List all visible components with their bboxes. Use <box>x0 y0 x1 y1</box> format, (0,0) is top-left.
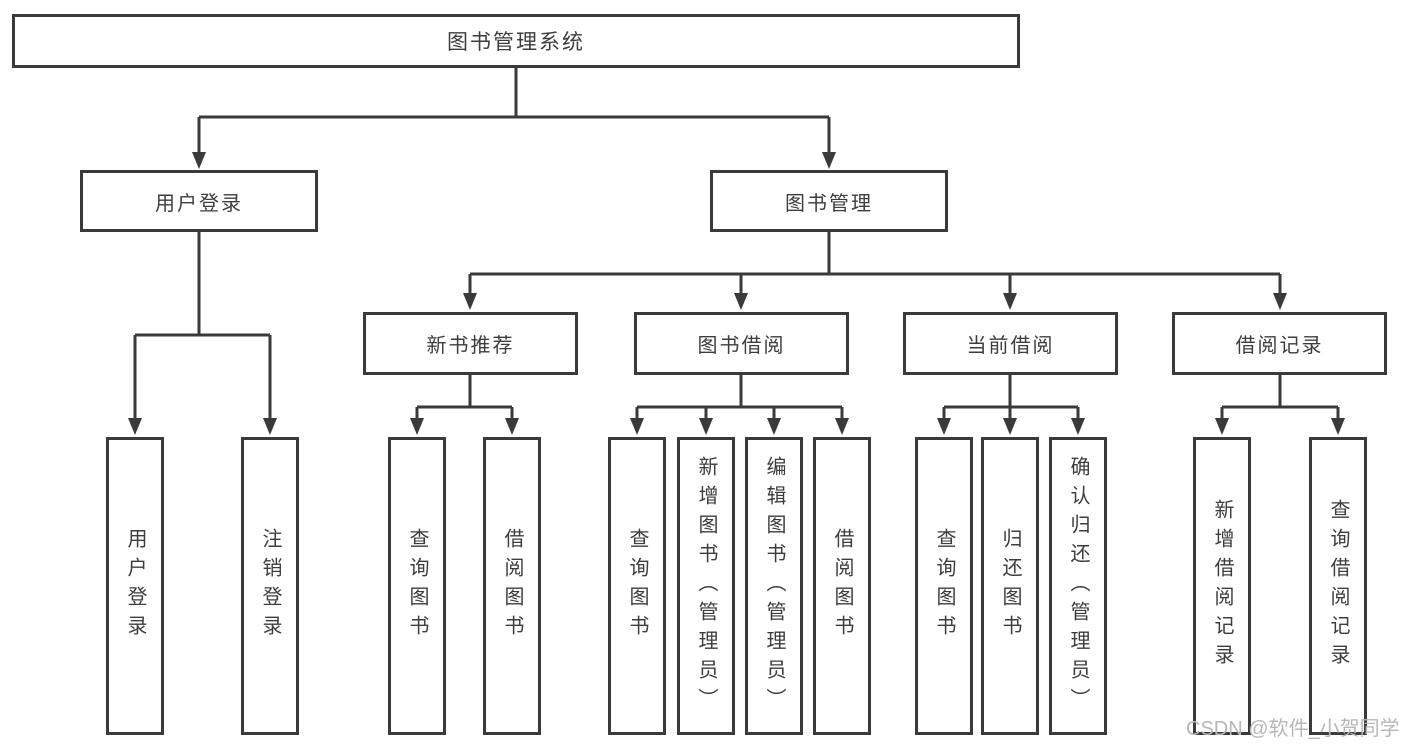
leaf-label: 归还图书 <box>999 528 1021 644</box>
leaf-label: 借阅图书 <box>501 528 523 644</box>
leaf-label: 用户登录 <box>124 528 146 644</box>
node-book-borrowing: 图书借阅 <box>634 312 849 375</box>
leaf-label: 编辑图书（管理员） <box>763 455 785 717</box>
arrowhead <box>699 418 713 435</box>
arrowhead <box>1273 293 1287 310</box>
leaf-label: 查询图书 <box>406 528 428 644</box>
node-label: 图书借阅 <box>697 335 786 357</box>
leaf-label: 确认归还（管理员） <box>1067 455 1089 717</box>
node-label: 图书管理系统 <box>447 31 585 54</box>
node-borrowing-records: 借阅记录 <box>1172 312 1387 375</box>
leaf-return-books: 归还图书 <box>981 437 1039 735</box>
arrowhead <box>128 418 142 435</box>
node-user-login: 用户登录 <box>80 170 318 232</box>
node-book-management: 图书管理 <box>710 170 948 232</box>
leaf-label: 注销登录 <box>259 528 281 644</box>
leaf-add-borrow-record: 新增借阅记录 <box>1193 437 1251 735</box>
leaf-query-borrow-record: 查询借阅记录 <box>1309 437 1367 735</box>
arrowhead <box>937 418 951 435</box>
leaf-label: 新增借阅记录 <box>1211 499 1233 673</box>
node-library-management-system: 图书管理系统 <box>12 14 1020 68</box>
leaf-label: 查询图书 <box>933 528 955 644</box>
arrowhead <box>822 152 836 169</box>
leaf-user-login: 用户登录 <box>106 437 164 735</box>
arrowhead <box>767 418 781 435</box>
leaf-borrow-books-recommend: 借阅图书 <box>483 437 541 735</box>
leaf-label: 新增图书（管理员） <box>695 455 717 717</box>
leaf-label: 借阅图书 <box>831 528 853 644</box>
arrowhead <box>734 293 748 310</box>
arrowhead <box>410 418 424 435</box>
arrowhead <box>1071 418 1085 435</box>
leaf-query-books-borrowing: 查询图书 <box>608 437 666 735</box>
arrowhead <box>630 418 644 435</box>
node-label: 用户登录 <box>155 192 243 215</box>
node-current-borrowing: 当前借阅 <box>903 312 1118 375</box>
leaf-confirm-return-admin: 确认归还（管理员） <box>1049 437 1107 735</box>
arrowhead <box>1003 293 1017 310</box>
csdn-watermark: CSDN @软件_小贺同学 <box>1186 718 1400 740</box>
node-label: 图书管理 <box>785 192 873 215</box>
arrowhead <box>505 418 519 435</box>
node-label: 当前借阅 <box>966 335 1055 357</box>
leaf-borrow-books: 借阅图书 <box>813 437 871 735</box>
leaf-label: 查询图书 <box>626 528 648 644</box>
node-label: 新书推荐 <box>426 335 515 357</box>
node-new-book-recommendation: 新书推荐 <box>363 312 578 375</box>
arrowhead <box>263 418 277 435</box>
leaf-query-books-recommend: 查询图书 <box>388 437 446 735</box>
leaf-edit-books-admin: 编辑图书（管理员） <box>745 437 803 735</box>
leaf-query-books-current: 查询图书 <box>915 437 973 735</box>
arrowhead <box>1003 418 1017 435</box>
node-label: 借阅记录 <box>1235 335 1324 357</box>
leaf-logout: 注销登录 <box>241 437 299 735</box>
leaf-add-books-admin: 新增图书（管理员） <box>677 437 735 735</box>
leaf-label: 查询借阅记录 <box>1327 499 1349 673</box>
arrowhead <box>835 418 849 435</box>
arrowhead <box>463 293 477 310</box>
arrowhead <box>192 152 206 169</box>
arrowhead <box>1331 418 1345 435</box>
arrowhead <box>1215 418 1229 435</box>
